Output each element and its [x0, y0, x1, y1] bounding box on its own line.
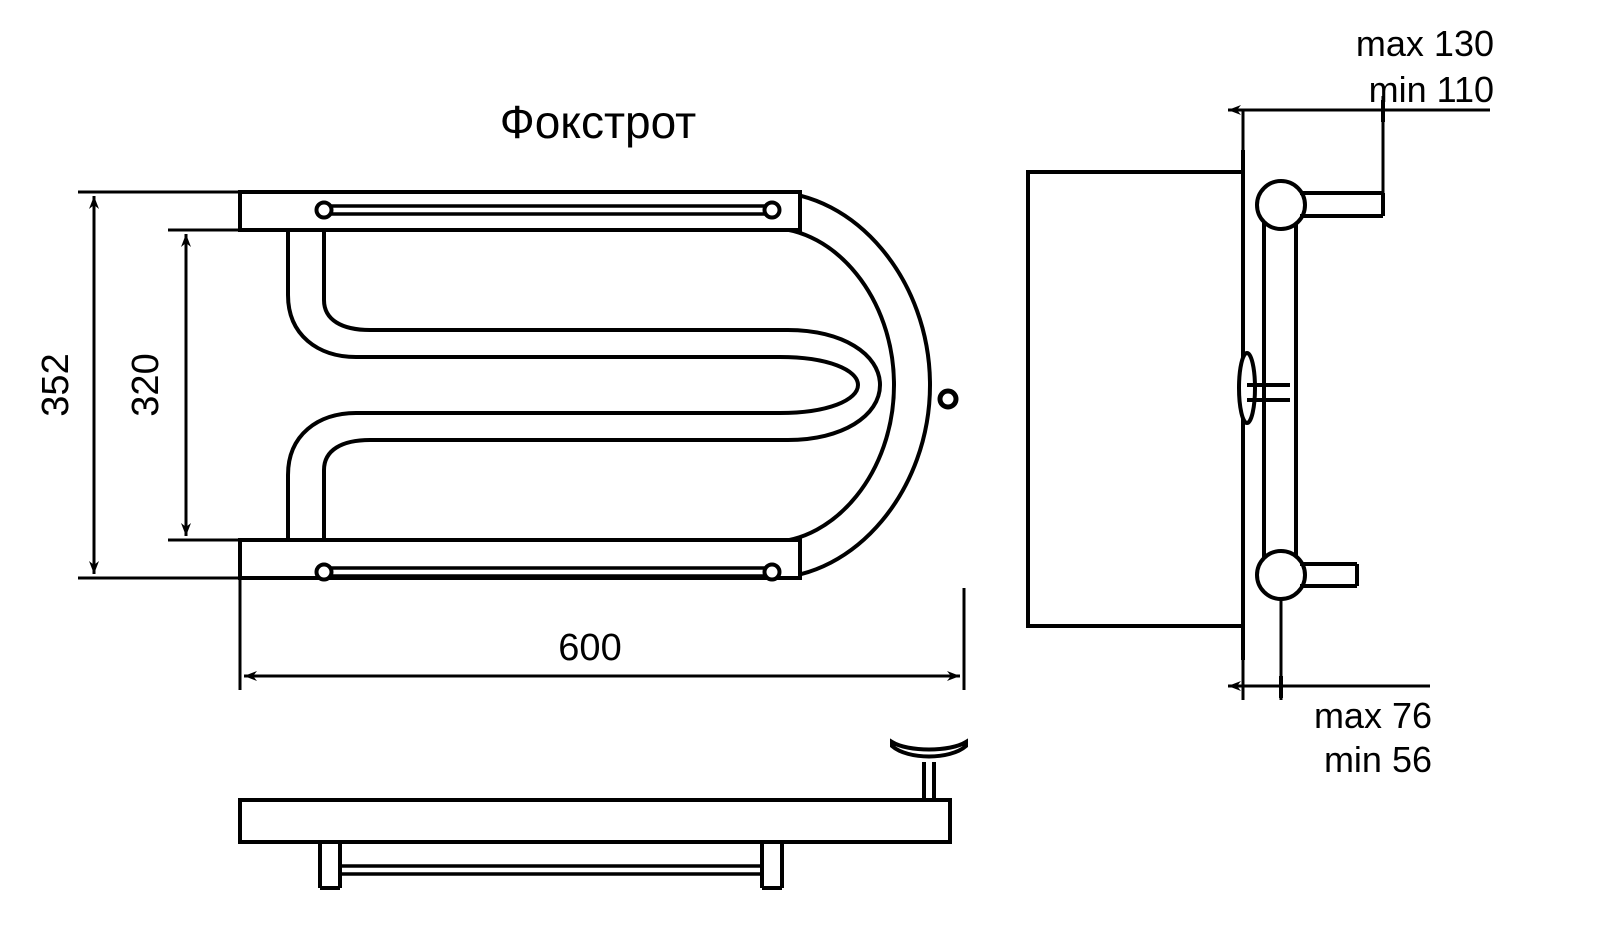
dimension-offset [1228, 599, 1430, 700]
wall-block [1026, 170, 1245, 628]
top-shelf-rail [314, 200, 782, 220]
flange-ellipse-icon [1237, 351, 1257, 425]
bottom-shelf-rail [314, 562, 782, 582]
mounting-hole-icon [937, 388, 959, 410]
bottom-view-bar [238, 798, 952, 844]
front-view [238, 190, 959, 582]
top-rail-left-endcap-icon [314, 200, 334, 220]
dimension-label-depth-max: max 130 [1356, 23, 1494, 64]
wall-mount-flange [1237, 351, 1290, 425]
dimension-label-600: 600 [558, 627, 621, 669]
dimension-label-offset-max: max 76 [1314, 695, 1432, 736]
inner-pipe-outline [322, 230, 883, 540]
side-view [1026, 150, 1385, 668]
side-vertical-pipe [1262, 205, 1298, 572]
dimension-label-offset-min: min 56 [1324, 739, 1432, 780]
dimension-label-depth-min: min 110 [1369, 69, 1494, 110]
bottom-rail-left-endcap-icon [314, 562, 334, 582]
bottom-view-left-leg [318, 842, 342, 890]
dimension-height-overall [78, 190, 250, 580]
bottom-shelf-bracket [238, 538, 802, 582]
side-bottom-joint-icon [1255, 549, 1307, 601]
dimension-label-352: 352 [35, 353, 77, 416]
dimension-depth [1228, 96, 1490, 200]
bottom-view-right-leg [760, 842, 784, 890]
dimension-width-overall [238, 560, 966, 690]
side-top-arm [1300, 191, 1385, 218]
bottom-view-flange [890, 738, 968, 802]
side-top-joint-icon [1255, 179, 1307, 231]
outer-pipe-outline [240, 190, 933, 580]
middle-pipe-outline [286, 230, 861, 540]
bottom-view-rail [340, 864, 762, 876]
dimension-label-320: 320 [125, 353, 167, 416]
side-bottom-arm [1300, 562, 1359, 588]
bottom-view-flange-cap-icon [890, 738, 968, 759]
top-rail-right-endcap-icon [762, 200, 782, 220]
dimension-height-inner [168, 228, 300, 542]
page-title: Фокстрот [500, 96, 697, 148]
bottom-view [238, 738, 968, 890]
top-shelf-bracket [238, 190, 802, 232]
bottom-rail-right-endcap-icon [762, 562, 782, 582]
flange-stem [1247, 383, 1290, 402]
